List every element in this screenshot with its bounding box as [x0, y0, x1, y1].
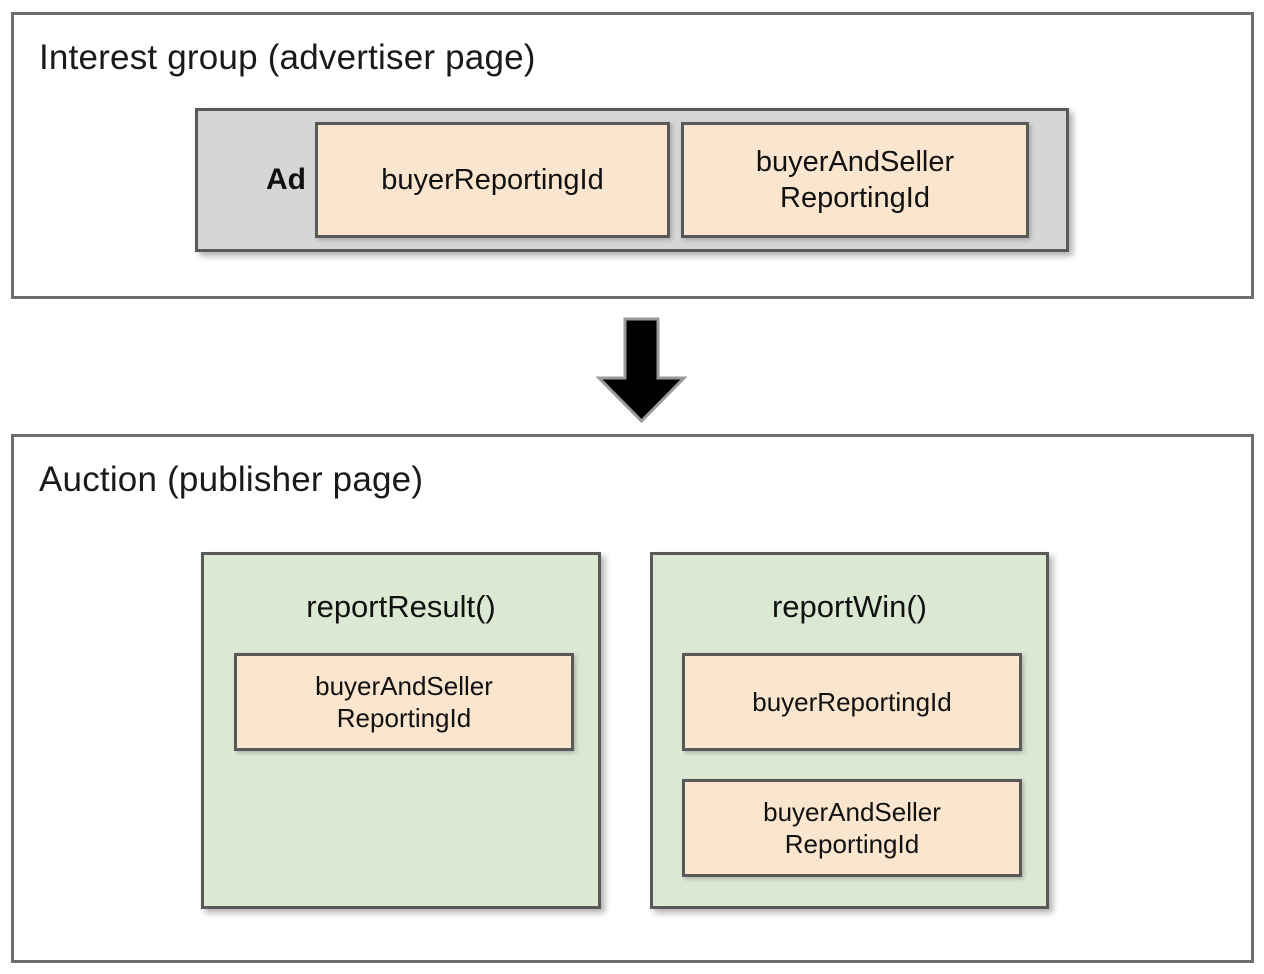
ad-label: Ad [266, 163, 306, 196]
ad-field-buyer-reporting-id-label: buyerReportingId [381, 163, 604, 196]
section-interest-group-title: Interest group (advertiser page) [39, 38, 536, 77]
ad-field-buyer-and-seller-reporting-id: buyerAndSeller ReportingId [681, 122, 1029, 238]
down-arrow-icon [596, 317, 687, 423]
ad-field-buyer-and-seller-reporting-id-label: buyerAndSeller ReportingId [755, 146, 955, 214]
report-win-field-buyer-reporting-id-label: buyerReportingId [752, 687, 952, 717]
ad-field-buyer-reporting-id: buyerReportingId [315, 122, 670, 238]
report-win-field-buyer-and-seller-reporting-id-label: buyerAndSeller ReportingId [763, 797, 941, 859]
function-name-report-result: reportResult() [306, 589, 496, 624]
function-box-report-win: reportWin() buyerReportingId buyerAndSel… [650, 552, 1049, 909]
report-win-field-buyer-reporting-id: buyerReportingId [682, 653, 1022, 751]
section-auction: Auction (publisher page) [11, 434, 1254, 963]
section-auction-title: Auction (publisher page) [39, 460, 424, 499]
function-name-report-win: reportWin() [771, 589, 927, 624]
report-result-field-buyer-and-seller-reporting-id: buyerAndSeller ReportingId [234, 653, 574, 751]
report-result-field-buyer-and-seller-reporting-id-label: buyerAndSeller ReportingId [315, 671, 493, 733]
report-win-field-buyer-and-seller-reporting-id: buyerAndSeller ReportingId [682, 779, 1022, 877]
function-box-report-result: reportResult() buyerAndSeller ReportingI… [201, 552, 601, 909]
